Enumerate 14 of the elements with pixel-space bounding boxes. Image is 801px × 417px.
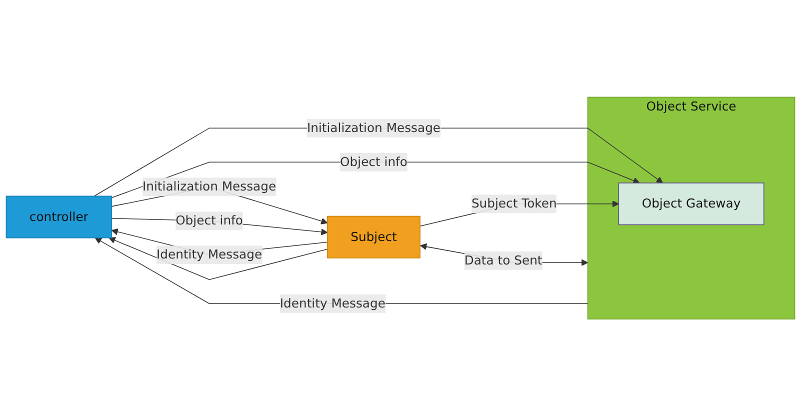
edge-label: Identity Message: [156, 248, 262, 262]
edge-label: Identity Message: [280, 296, 386, 311]
edge-label: Object info: [176, 214, 243, 228]
edge-label: Object info: [340, 154, 408, 170]
edge-label: Initialization Message: [306, 120, 441, 136]
edge-label: Data to Sent: [464, 253, 542, 268]
arrow: [108, 237, 328, 280]
node-box: Object Gateway: [618, 183, 764, 226]
node-box: controller: [6, 196, 112, 239]
edge-label: Subject Token: [471, 196, 557, 212]
node-box: Subject: [327, 216, 420, 259]
arrow: [111, 162, 640, 199]
arrow: [94, 128, 664, 197]
edge-label: Initialization Message: [142, 180, 276, 194]
